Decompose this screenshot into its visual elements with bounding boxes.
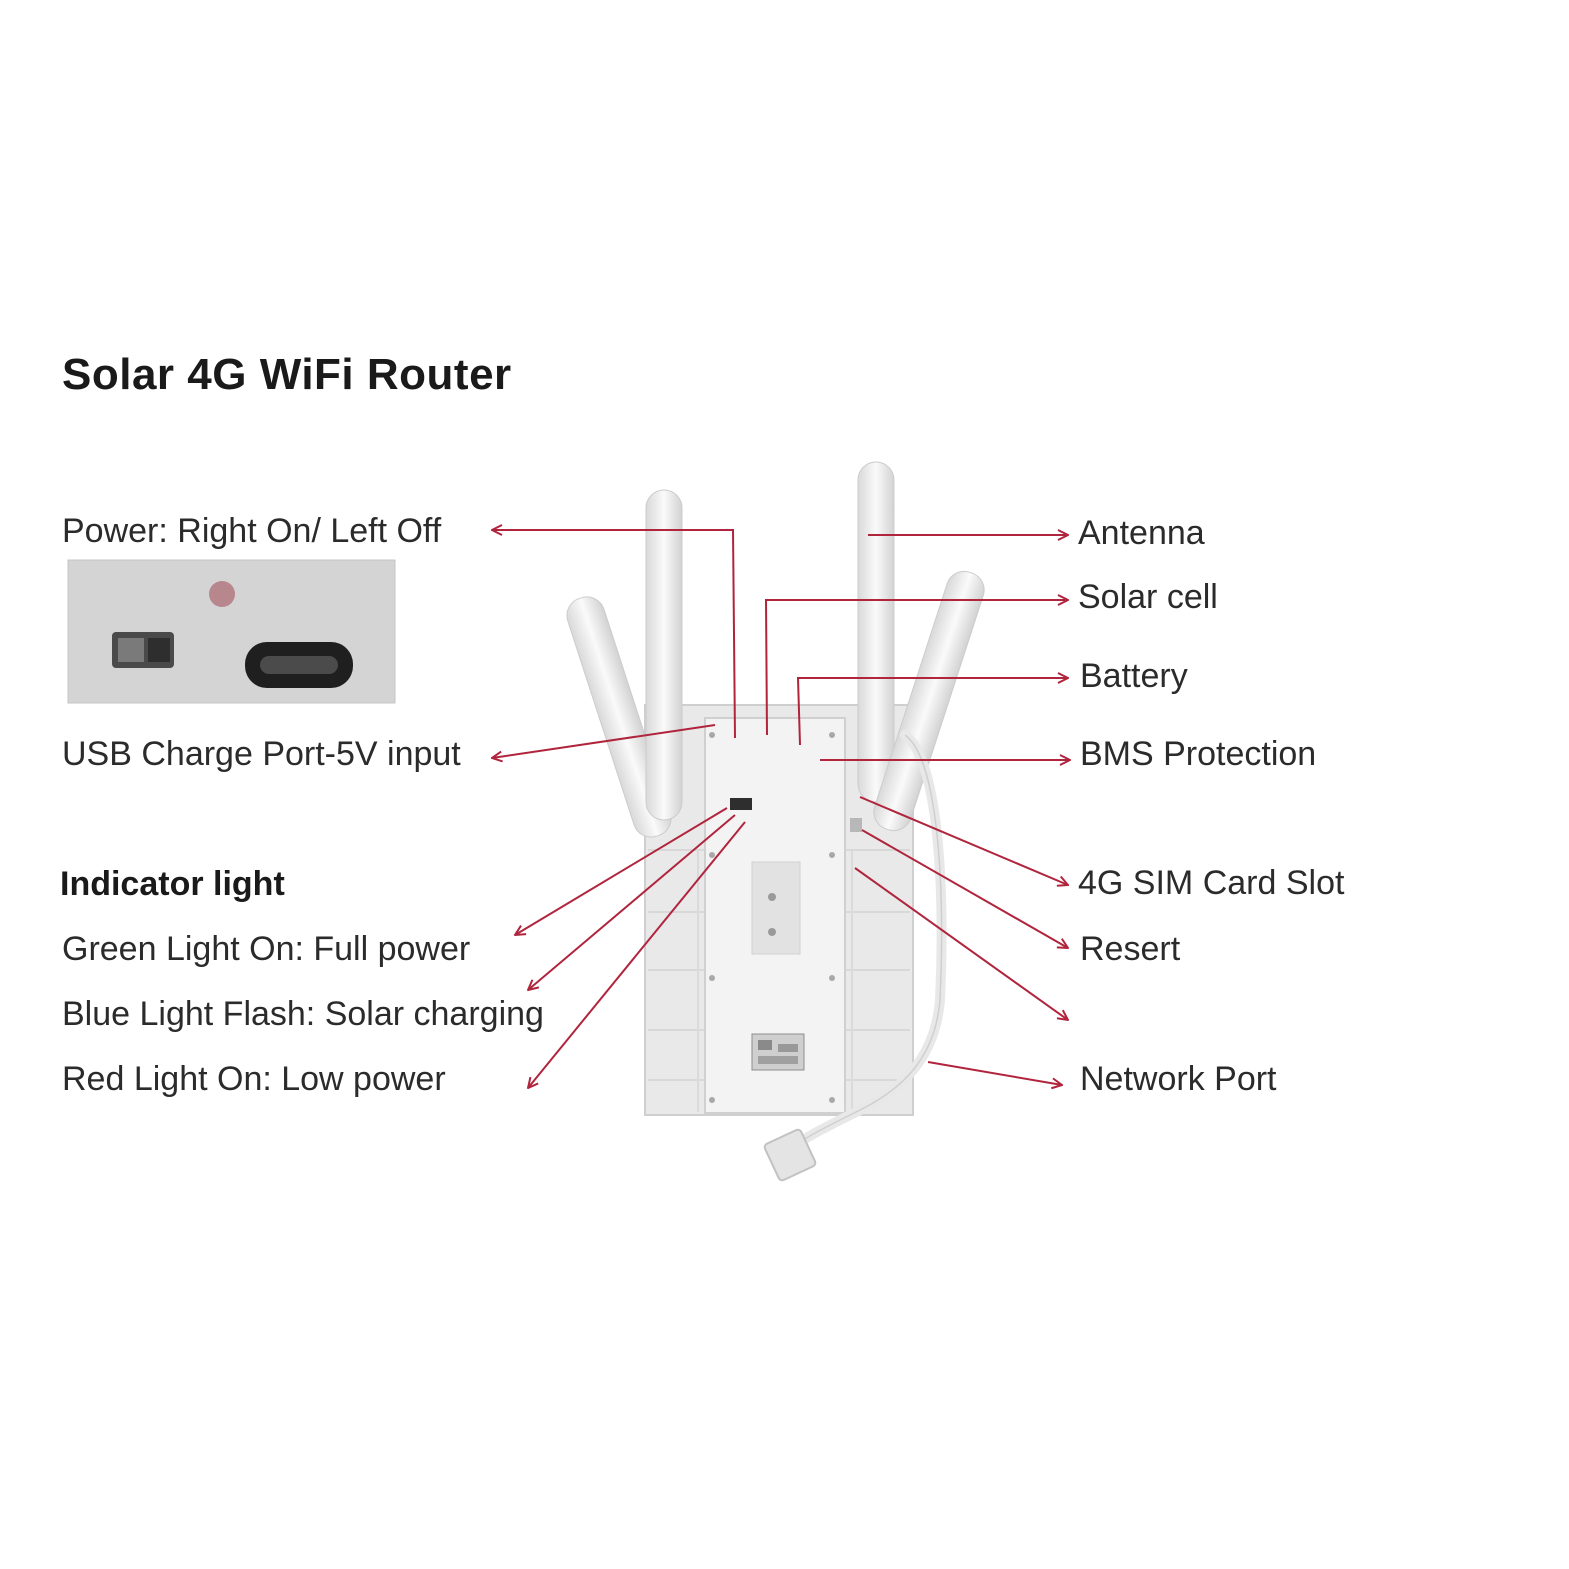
arrow-blue — [528, 814, 736, 990]
power-switch-inset — [67, 559, 396, 704]
callout-arrows — [492, 530, 1070, 1088]
label-red-light: Red Light On: Low power — [62, 1060, 446, 1098]
label-reset: Resert — [1080, 930, 1181, 968]
arrow-solar — [764, 600, 1068, 736]
slide-switch — [112, 632, 174, 668]
arrow-battery — [796, 678, 1068, 746]
arrow-reset — [861, 829, 1068, 948]
arrow-sim — [859, 796, 1068, 885]
arrow-green — [515, 807, 728, 935]
heading-indicator-light: Indicator light — [60, 865, 285, 903]
label-power: Power: Right On/ Left Off — [62, 512, 442, 550]
arrow-usb — [492, 724, 716, 758]
label-usb-charge-port: USB Charge Port-5V input — [62, 735, 461, 773]
label-sim-slot: 4G SIM Card Slot — [1078, 864, 1345, 902]
arrow-power — [492, 530, 736, 739]
label-green-light: Green Light On: Full power — [62, 930, 471, 968]
antennas — [566, 461, 985, 838]
label-antenna: Antenna — [1078, 514, 1205, 552]
label-battery: Battery — [1080, 657, 1188, 695]
label-solar-cell: Solar cell — [1078, 578, 1218, 616]
page-title: Solar 4G WiFi Router — [62, 350, 512, 399]
network-cable — [763, 730, 947, 1182]
label-network-port: Network Port — [1080, 1060, 1277, 1098]
label-blue-light: Blue Light Flash: Solar charging — [62, 995, 544, 1033]
led-window — [730, 798, 752, 810]
label-bms-protection: BMS Protection — [1080, 735, 1317, 773]
usb-c-port — [245, 642, 353, 688]
arrow-unlabeled — [854, 867, 1068, 1020]
arrow-red — [528, 821, 746, 1088]
arrow-network — [927, 1061, 1062, 1085]
rj45-plug — [763, 1128, 817, 1182]
indicator-led — [209, 581, 235, 607]
